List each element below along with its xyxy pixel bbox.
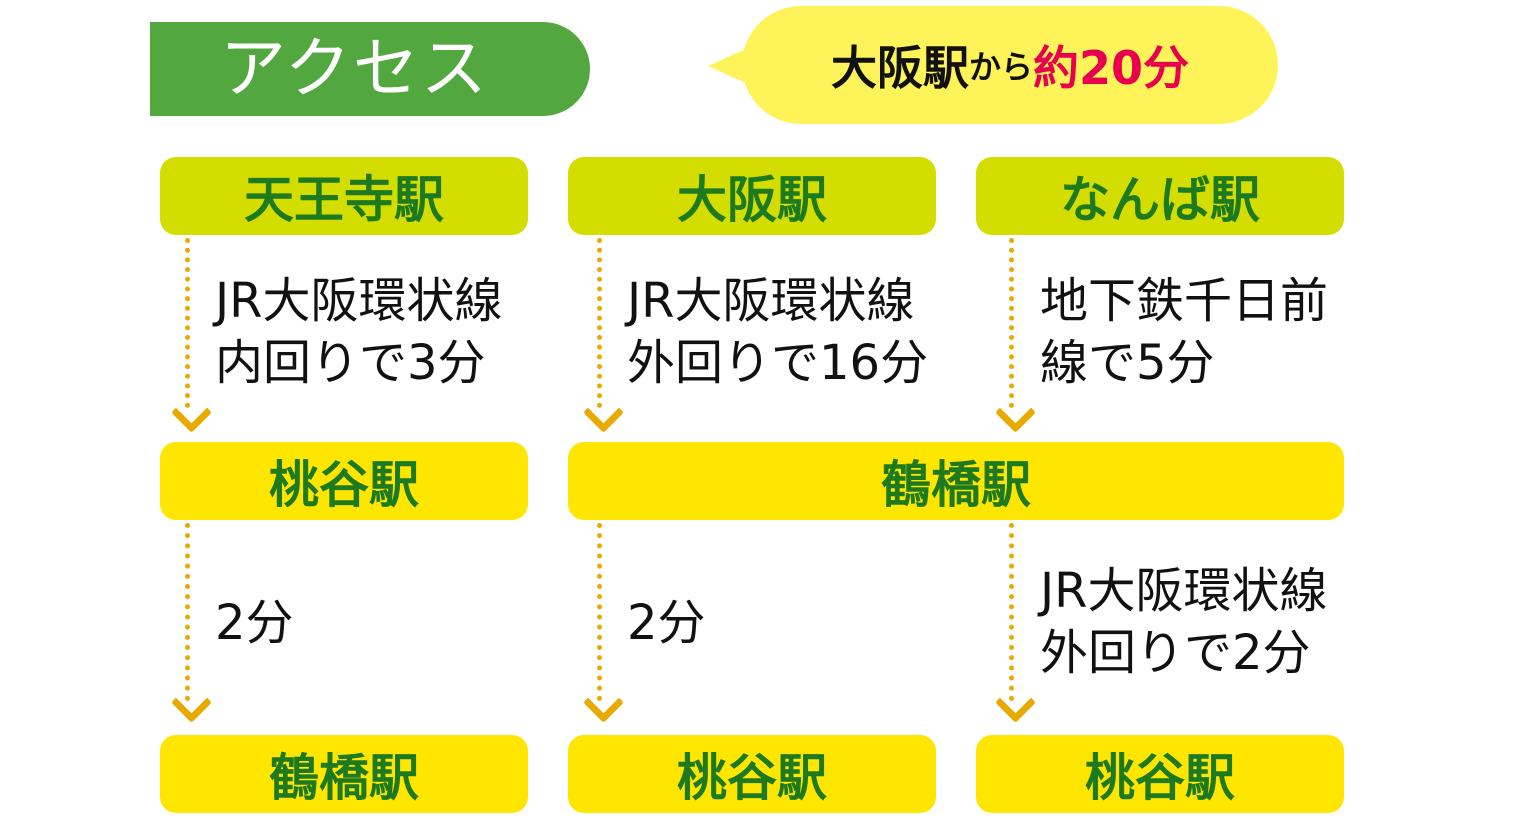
end-station-momodani: 桃谷駅	[976, 735, 1344, 813]
speech-bubble-tail	[708, 48, 748, 84]
start-station-tennoji: 天王寺駅	[160, 157, 528, 235]
end-station-momodani: 桃谷駅	[568, 735, 936, 813]
station-tsuruhashi: 鶴橋駅	[568, 442, 1344, 520]
route-description: 地下鉄千日前線で5分	[1040, 270, 1328, 394]
route-description: 2分	[627, 592, 706, 654]
end-station-tsuruhashi: 鶴橋駅	[160, 735, 528, 813]
route-line-1: 地下鉄千日前	[1040, 273, 1329, 329]
arrow-down-icon	[994, 391, 1037, 434]
route-description: JR大阪環状線外回りで16分	[627, 270, 928, 394]
route-description: JR大阪環状線外回りで2分	[1040, 560, 1328, 684]
route-line-2: 外回りで2分	[1040, 625, 1311, 681]
route-line-1: 2分	[627, 595, 706, 651]
route-line-2: 線で5分	[1040, 335, 1215, 391]
route-line	[597, 523, 602, 701]
bubble-origin: 大阪駅	[830, 41, 969, 95]
route-line	[185, 523, 190, 701]
arrow-down-icon	[582, 391, 625, 434]
route-line	[1009, 523, 1014, 701]
start-station-namba: なんば駅	[976, 157, 1344, 235]
station-momodani: 桃谷駅	[160, 442, 528, 520]
route-description: 2分	[215, 592, 294, 654]
route-line-1: JR大阪環状線	[215, 273, 503, 329]
access-header: アクセス	[150, 22, 590, 116]
route-line	[1009, 238, 1014, 408]
route-line	[185, 238, 190, 408]
route-line-2: 外回りで16分	[627, 335, 929, 391]
arrow-down-icon	[170, 681, 213, 724]
route-line-2: 内回りで3分	[215, 335, 486, 391]
route-line	[597, 238, 602, 408]
arrow-down-icon	[582, 681, 625, 724]
start-station-osaka: 大阪駅	[568, 157, 936, 235]
bubble-from: から	[968, 48, 1033, 86]
route-line-1: JR大阪環状線	[1040, 563, 1328, 619]
bubble-duration: 約20分	[1033, 41, 1190, 95]
route-line-1: 2分	[215, 595, 294, 651]
travel-time-bubble: 大阪駅から約20分	[742, 6, 1278, 124]
route-description: JR大阪環状線内回りで3分	[215, 270, 503, 394]
route-line-1: JR大阪環状線	[627, 273, 915, 329]
arrow-down-icon	[994, 681, 1037, 724]
arrow-down-icon	[170, 391, 213, 434]
